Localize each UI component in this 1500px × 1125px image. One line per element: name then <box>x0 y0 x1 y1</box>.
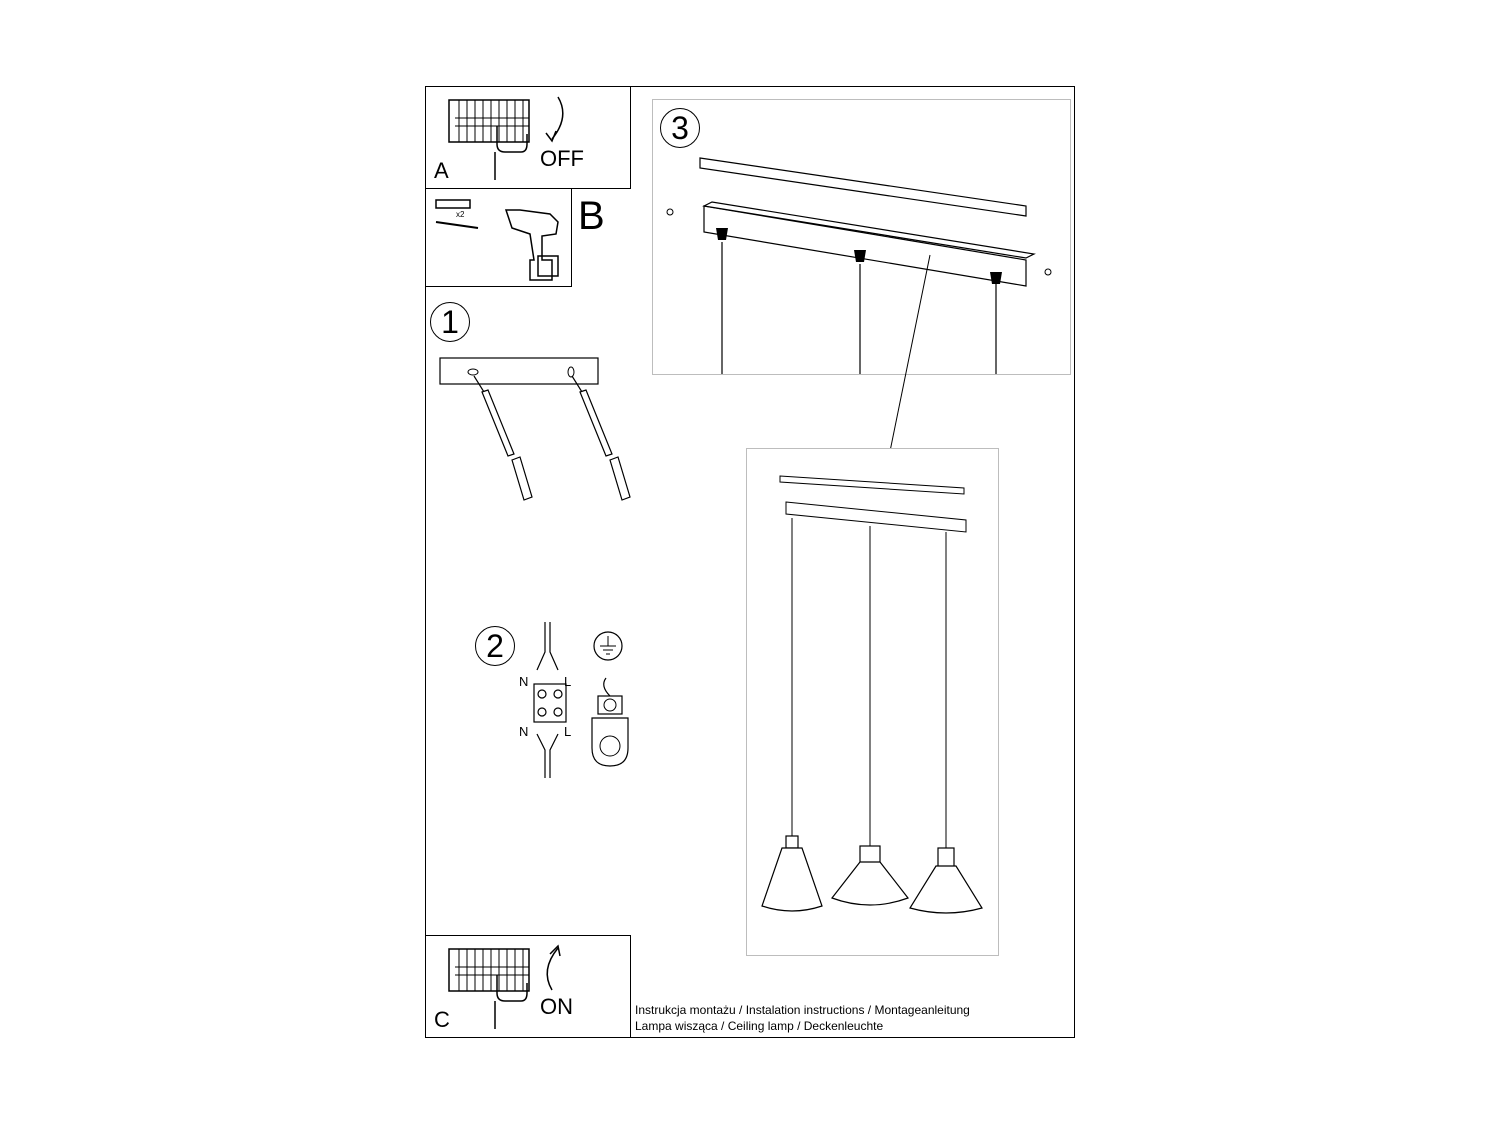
terminal-block-diagram <box>533 622 567 778</box>
ground-symbol-icon <box>593 631 623 661</box>
breaker-panel-icon <box>448 99 530 180</box>
bracket-drilling-diagram <box>439 357 631 501</box>
wall-plug-icon <box>435 199 479 229</box>
curved-arrow-up-icon <box>546 944 561 991</box>
footer-line-2: Lampa wisząca / Ceiling lamp / Deckenleu… <box>635 1019 884 1033</box>
wire-label-n-top: N <box>519 674 529 689</box>
curved-arrow-down-icon <box>545 96 564 143</box>
breaker-panel-icon <box>448 948 530 1029</box>
wire-label-l-bottom: L <box>564 724 572 739</box>
panel-a-letter: A <box>434 158 449 183</box>
footer-line-1: Instrukcja montażu / Instalation instruc… <box>635 1003 970 1017</box>
power-on-label: ON <box>540 994 573 1019</box>
panel-b-letter: B <box>578 194 605 238</box>
drill-icon <box>504 209 559 281</box>
canopy-detail-drawing <box>666 157 1052 374</box>
panel-c-letter: C <box>434 1007 450 1032</box>
step-2-number: 2 <box>475 626 515 666</box>
pendant-lamp-drawing <box>761 475 983 914</box>
footer-caption: Instrukcja montażu / Instalation instruc… <box>635 1002 970 1034</box>
step-1-number: 1 <box>430 302 470 342</box>
wire-label-n-bottom: N <box>519 724 529 739</box>
power-off-label: OFF <box>540 146 584 171</box>
ground-terminal-icon <box>591 677 629 767</box>
step-3-number: 3 <box>660 108 700 148</box>
quantity-label: x2 <box>456 210 465 219</box>
wire-label-l-top: L <box>564 674 572 689</box>
instruction-sheet <box>425 86 1075 1038</box>
